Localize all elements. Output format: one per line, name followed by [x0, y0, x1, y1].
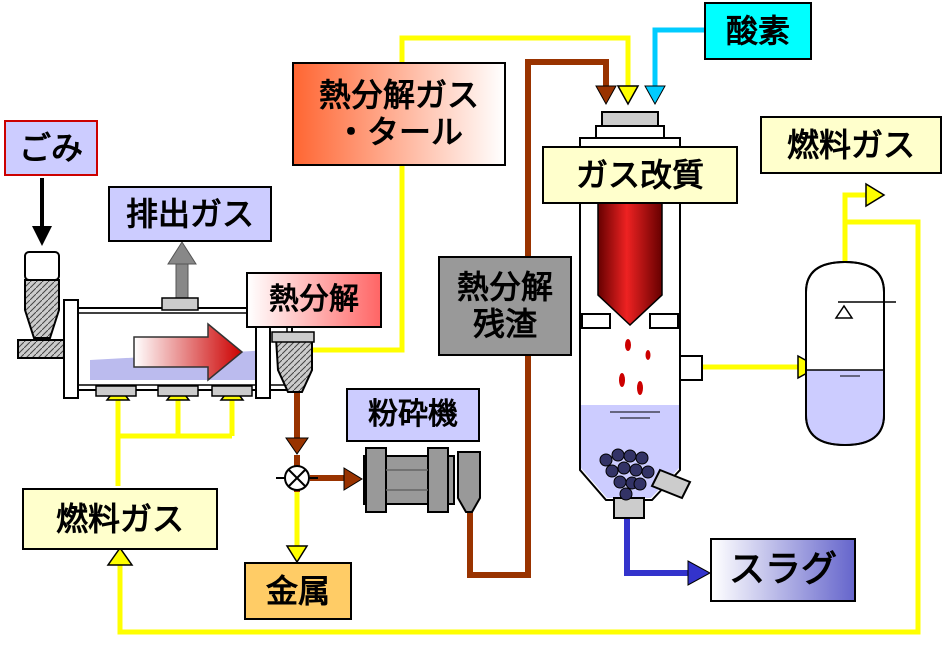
- label-gomi: ごみ: [4, 120, 98, 176]
- label-oxygen: 酸素: [704, 2, 812, 60]
- slag-line: [624, 515, 712, 586]
- label-slag-text: スラグ: [728, 549, 837, 591]
- label-crusher-text: 粉砕機: [368, 396, 458, 432]
- label-fuel-gas-top: 燃料ガス: [760, 116, 942, 174]
- label-metal-text: 金属: [265, 571, 330, 610]
- burner-feed-line: [115, 433, 232, 486]
- yellow-lines: [115, 35, 921, 635]
- label-fuel-gas-bottom-text: 燃料ガス: [55, 499, 184, 538]
- label-exhaust-gas: 排出ガス: [108, 186, 272, 242]
- gomi-feed-arrow: [32, 178, 52, 246]
- feed-hopper: [17, 251, 71, 359]
- label-residue-line2: 残渣: [472, 305, 537, 343]
- holder-up-line: [842, 192, 868, 262]
- label-gas-reforming-text: ガス改質: [575, 155, 704, 194]
- gas-holder-tank: [805, 260, 896, 447]
- label-fuel-gas-bottom: 燃料ガス: [22, 488, 218, 550]
- label-exhaust-gas-text: 排出ガス: [125, 194, 254, 233]
- oxygen-line: [644, 27, 706, 106]
- return-loop-line: [117, 219, 921, 635]
- label-pyrolysis-residue: 熱分解 残渣: [438, 256, 572, 356]
- char-particles: [599, 448, 655, 501]
- label-pyro-gas-line2: ・タール: [334, 113, 463, 151]
- label-pyrolysis: 熱分解: [246, 272, 382, 328]
- label-metal: 金属: [244, 562, 352, 620]
- label-pyrolysis-text: 熱分解: [269, 281, 359, 317]
- label-residue-line1: 熱分解: [456, 268, 553, 307]
- label-pyrolysis-gas-tar: 熱分解ガス ・タール: [292, 62, 506, 166]
- pyrolysis-drum: [63, 297, 293, 399]
- label-gomi-text: ごみ: [18, 128, 83, 167]
- label-gas-reforming: ガス改質: [542, 146, 738, 204]
- flow-arrow-icon: [133, 322, 244, 382]
- label-pyro-gas-line1: 熱分解ガス: [318, 76, 479, 115]
- exhaust-arrow: [167, 241, 197, 303]
- crusher-mill: [363, 447, 481, 513]
- label-crusher: 粉砕機: [346, 388, 480, 442]
- pyro-gas-line: [312, 35, 631, 353]
- label-slag: スラグ: [710, 538, 856, 602]
- separator-valve-icon: [276, 455, 318, 492]
- label-oxygen-text: 酸素: [725, 11, 790, 50]
- label-fuel-gas-top-text: 燃料ガス: [786, 125, 915, 164]
- pyrolyzer-outlet: [271, 331, 315, 393]
